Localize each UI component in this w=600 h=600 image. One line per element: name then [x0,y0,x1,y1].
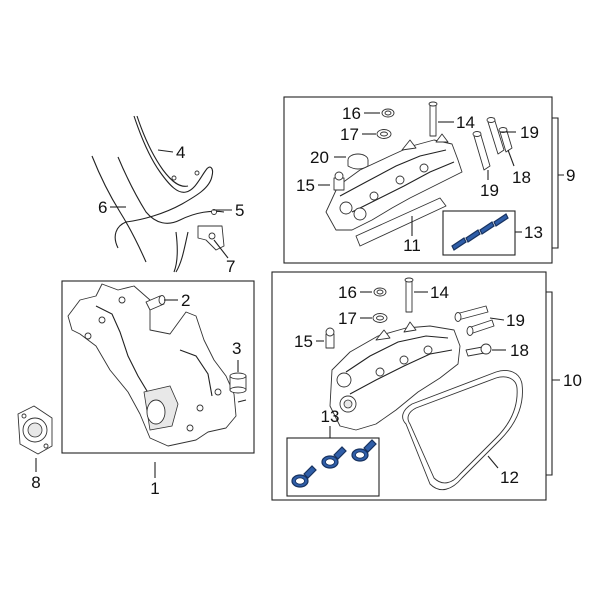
pcv-valve-bottom [325,327,335,349]
dowel-pin [145,295,166,311]
callout-5: 5 [235,201,244,220]
leader-4 [157,149,174,153]
callout-1: 1 [150,479,159,498]
crankshaft-seal-part [229,372,247,394]
callout-3: 3 [232,339,241,358]
callout-17-lower: 17 [338,309,357,328]
leader-12 [487,455,499,469]
timing-cover-group-box [61,280,255,454]
pcv-valve-top [333,171,345,191]
callout-19-upper-right: 19 [520,123,539,142]
callout-16-upper: 16 [342,104,361,123]
front-seal-plate [17,405,53,455]
leader-7 [213,239,229,259]
callout-20: 20 [310,148,329,167]
bolt-19-upper-right [486,117,505,155]
callout-15-lower: 15 [294,332,313,351]
callout-18-lower: 18 [510,341,529,360]
callout-9: 9 [566,166,575,185]
timing-cover [67,283,247,447]
tube-seals-lower [291,439,377,488]
callout-19-upper-left: 19 [480,181,499,200]
callout-13-upper: 13 [524,223,543,242]
bracket-9 [552,117,564,249]
right-valve-cover-group-box [271,271,547,501]
callout-6: 6 [98,198,107,217]
left-valve-cover-group-box [283,96,553,264]
callout-14-upper: 14 [456,113,475,132]
callout-10: 10 [563,371,582,390]
leader-19-lower [489,317,505,321]
left-valve-cover-gasket [355,197,447,247]
callout-17-upper: 17 [340,125,359,144]
callout-4: 4 [176,143,185,162]
callout-8: 8 [31,473,40,492]
bracket-10 [546,291,560,476]
timing-cover-gaskets [91,115,225,273]
callout-14-lower: 14 [430,283,449,302]
callout-19-lower: 19 [506,311,525,330]
tube-seals-upper [451,213,509,251]
spark-plug-tube-seals-box-lower [286,437,380,497]
bolt-18-lower [465,343,492,357]
spark-plug-tube-seals-box-upper [442,210,516,256]
left-valve-cover [325,133,463,231]
stud-14-bottom [404,277,414,313]
bolt-19-lower [454,305,495,336]
leader-18-upper [507,149,515,167]
callout-12: 12 [500,468,519,487]
callout-15-upper: 15 [296,176,315,195]
callout-11: 11 [403,236,421,255]
callout-16-lower: 16 [338,283,357,302]
oil-filler-cap [347,153,369,170]
right-valve-cover [329,321,461,431]
bolt-19-upper-left [472,131,491,171]
stud-14-top [428,101,438,137]
callout-13-lower: 13 [321,407,340,426]
callout-2: 2 [181,291,190,310]
callout-18-upper: 18 [512,168,531,187]
callout-7: 7 [226,257,235,276]
